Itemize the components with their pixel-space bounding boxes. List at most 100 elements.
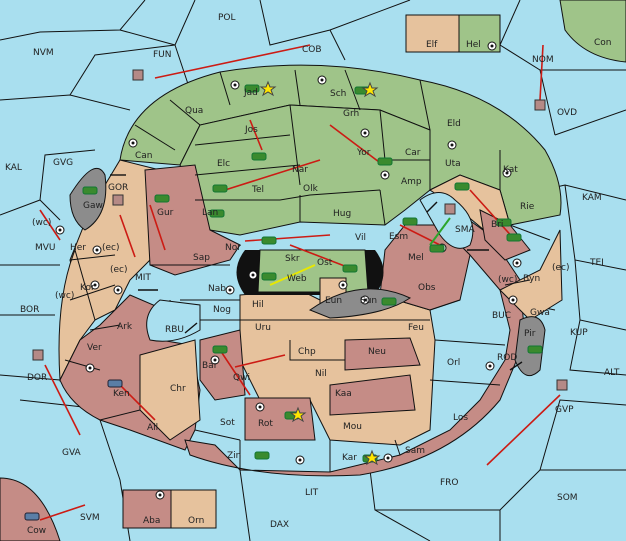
label-LIT: LIT: [305, 488, 319, 498]
svg-text:Nog: Nog: [213, 305, 231, 315]
svg-text:Hel: Hel: [466, 40, 481, 50]
svg-text:Tel: Tel: [251, 185, 264, 195]
label-BUC: BUC: [492, 311, 511, 321]
label-TEI: TEI: [589, 258, 604, 268]
svg-text:Orn: Orn: [188, 516, 204, 526]
svg-text:Gwa: Gwa: [530, 308, 550, 318]
svg-text:Nar: Nar: [292, 165, 308, 175]
label-KAM: KAM: [582, 193, 602, 203]
label-RBU: RBU: [165, 325, 184, 335]
svg-text:Uru: Uru: [255, 323, 271, 333]
svg-text:Hug: Hug: [333, 209, 351, 219]
label-BOR: BOR: [20, 305, 39, 315]
label-Con: Con: [594, 38, 612, 48]
label-Cow: Cow: [27, 526, 46, 536]
label-OVD: OVD: [557, 108, 577, 118]
bridge-markers: [110, 174, 523, 371]
svg-text:Uta: Uta: [445, 159, 461, 169]
svg-text:Ken: Ken: [113, 389, 130, 399]
main-ring: [58, 64, 563, 477]
order-arrows: [39, 44, 561, 521]
svg-text:Her: Her: [70, 243, 86, 253]
svg-text:Hil: Hil: [252, 300, 264, 310]
label-NVM: NVM: [33, 48, 54, 58]
svg-text:Ost: Ost: [317, 258, 333, 268]
svg-text:Ver: Ver: [87, 343, 102, 353]
svg-text:Esm: Esm: [389, 232, 408, 242]
coastal-labels: (wc) (ec) (ec) (wc) (ec) (wc): [32, 218, 570, 301]
svg-text:Kaa: Kaa: [335, 389, 352, 399]
svg-text:Qua: Qua: [185, 106, 203, 116]
svg-text:Sam: Sam: [405, 446, 425, 456]
svg-text:Pir: Pir: [524, 329, 536, 339]
label-KUP: KUP: [570, 328, 588, 338]
svg-text:Olk: Olk: [303, 184, 319, 194]
label-COB: COB: [302, 45, 322, 55]
province-borders: [64, 69, 551, 472]
svg-text:Chr: Chr: [170, 384, 186, 394]
svg-text:Byn: Byn: [523, 274, 540, 284]
svg-text:(ec): (ec): [102, 243, 120, 253]
land-labels: Elf Hel Jad Sch Qua Grh Jos Eld Can Yor …: [70, 40, 550, 526]
label-GVG: GVG: [53, 158, 73, 168]
svg-text:Mel: Mel: [408, 253, 424, 263]
svg-text:Web: Web: [287, 274, 307, 284]
svg-text:Nab: Nab: [208, 284, 226, 294]
label-MVU: MVU: [35, 243, 56, 253]
svg-text:Feu: Feu: [408, 323, 424, 333]
svg-text:Obs: Obs: [418, 283, 436, 293]
svg-text:(wc): (wc): [55, 291, 74, 301]
unit-tokens: [24, 69, 568, 521]
svg-text:Kar: Kar: [342, 453, 357, 463]
label-MIT: MIT: [135, 273, 151, 283]
svg-text:(wc): (wc): [498, 275, 517, 285]
svg-text:Jos: Jos: [244, 125, 258, 135]
label-GVP: GVP: [555, 405, 574, 415]
label-KAL: KAL: [5, 163, 22, 173]
svg-text:Ail: Ail: [147, 423, 158, 433]
label-POL: POL: [218, 13, 236, 23]
label-NOM: NOM: [532, 55, 554, 65]
svg-text:Sun: Sun: [360, 296, 377, 306]
svg-text:Bri: Bri: [491, 220, 503, 230]
svg-text:Eun: Eun: [325, 296, 342, 306]
svg-text:Yor: Yor: [356, 148, 371, 158]
svg-text:Ark: Ark: [117, 322, 133, 332]
svg-text:(wc): (wc): [32, 218, 51, 228]
svg-text:Los: Los: [453, 413, 468, 423]
svg-text:Qwi: Qwi: [233, 373, 250, 383]
svg-text:(ec): (ec): [110, 265, 128, 275]
svg-text:Lan: Lan: [202, 208, 218, 218]
svg-text:Gur: Gur: [157, 208, 174, 218]
svg-text:Bar: Bar: [202, 361, 218, 371]
svg-text:Jad: Jad: [243, 88, 258, 98]
label-FRO: FRO: [440, 478, 459, 488]
svg-text:Vil: Vil: [355, 233, 366, 243]
svg-text:Sch: Sch: [330, 89, 346, 99]
svg-text:Sap: Sap: [193, 253, 210, 263]
svg-text:Rot: Rot: [258, 419, 273, 429]
svg-text:Skr: Skr: [285, 254, 300, 264]
svg-text:Kat: Kat: [503, 165, 518, 175]
svg-text:Mou: Mou: [343, 422, 362, 432]
sea-labels: POL NVM FUN COB NOM OVD Con KAL GVG GOR …: [5, 13, 620, 536]
svg-text:Chp: Chp: [298, 347, 316, 357]
svg-text:Elf: Elf: [426, 40, 438, 50]
label-SVM: SVM: [80, 513, 100, 523]
svg-text:Rie: Rie: [520, 202, 535, 212]
svg-text:Nil: Nil: [315, 369, 327, 379]
label-GVA: GVA: [62, 448, 82, 458]
label-ALT: ALT: [604, 368, 620, 378]
svg-text:Orl: Orl: [447, 358, 460, 368]
svg-text:Aba: Aba: [143, 516, 160, 526]
svg-text:Gaw: Gaw: [83, 201, 103, 211]
svg-text:Eld: Eld: [447, 119, 461, 129]
svg-text:Zin: Zin: [227, 451, 241, 461]
label-FUN: FUN: [153, 50, 172, 60]
svg-text:Amp: Amp: [401, 177, 422, 187]
svg-text:Neu: Neu: [368, 347, 386, 357]
supply-centers: [55, 41, 522, 500]
